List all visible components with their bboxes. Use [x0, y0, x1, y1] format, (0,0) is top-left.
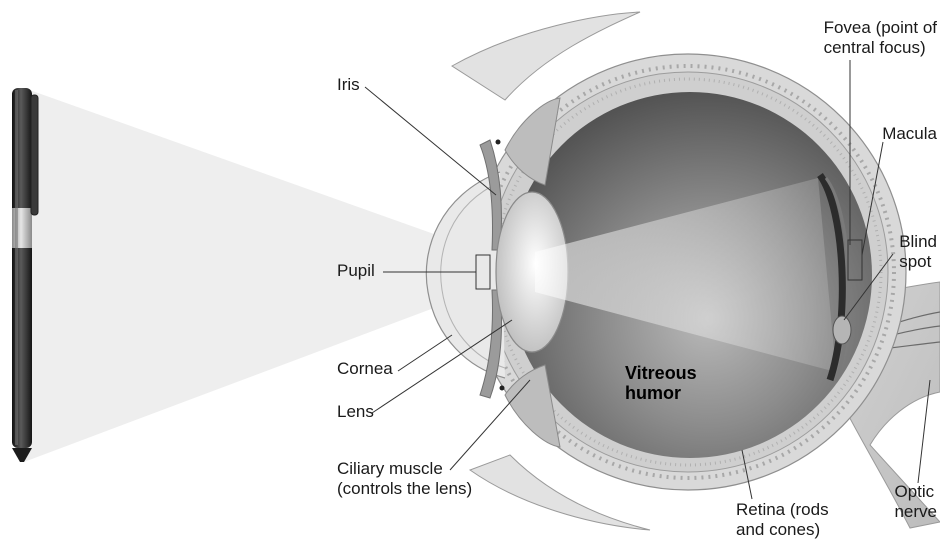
optic-disc — [833, 316, 851, 344]
label-blind-spot: Blind spot — [899, 232, 937, 272]
label-optic-nerve: Optic nerve — [894, 482, 937, 522]
label-iris: Iris — [337, 75, 360, 95]
label-cornea: Cornea — [337, 359, 393, 379]
label-pupil: Pupil — [337, 261, 375, 281]
label-vitreous-humor: Vitreous humor — [625, 363, 697, 403]
leader-iris — [365, 87, 496, 195]
label-lens: Lens — [337, 402, 374, 422]
label-fovea: Fovea (point of central focus) — [824, 18, 937, 58]
label-ciliary-muscle: Ciliary muscle (controls the lens) — [337, 459, 472, 499]
label-macula: Macula — [882, 124, 937, 144]
label-retina: Retina (rods and cones) — [736, 500, 829, 540]
